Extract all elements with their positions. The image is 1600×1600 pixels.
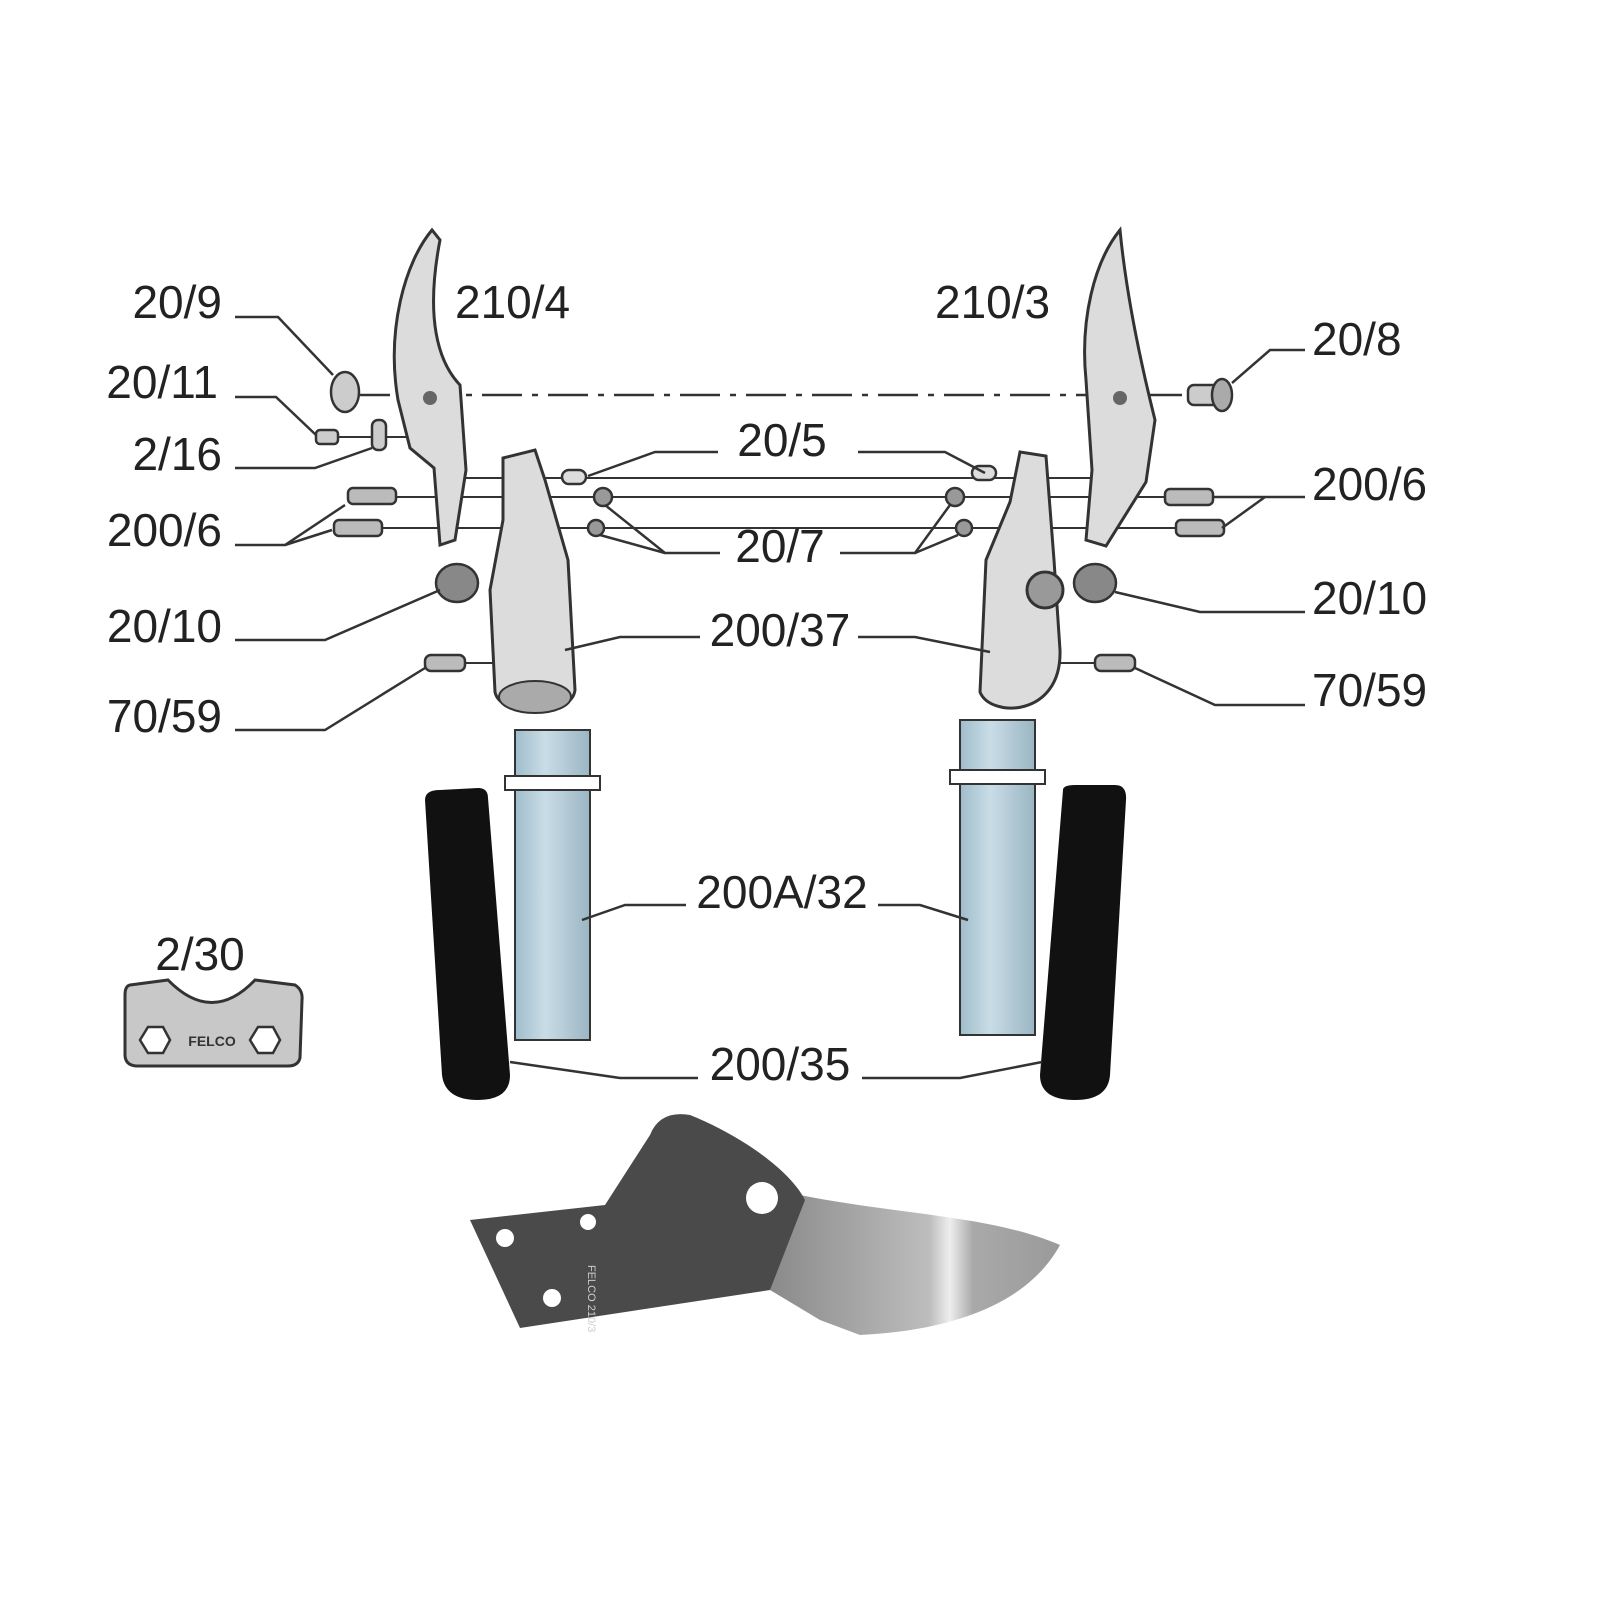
hex-hole-icon — [138, 1025, 172, 1055]
blade-hole — [496, 1229, 514, 1247]
label-20-9: 20/9 — [132, 276, 222, 328]
wrench-logo: FELCO — [188, 1033, 236, 1049]
handle-spring-seat — [1025, 570, 1065, 610]
blade-pivot-hole — [746, 1182, 778, 1214]
screw-200-6-icon — [332, 518, 384, 538]
nut-20-9-icon — [329, 370, 361, 414]
hardware — [314, 370, 1234, 673]
washer-20-7-icon — [944, 486, 966, 508]
label-20-10-right: 20/10 — [1312, 572, 1427, 624]
leader-lines — [235, 315, 1305, 1080]
pin-20-5-icon — [560, 468, 588, 486]
screw-70-59-icon — [1093, 653, 1137, 673]
grip-200-35-right — [1040, 785, 1127, 1100]
tube-band — [504, 775, 601, 791]
label-20-8: 20/8 — [1312, 313, 1402, 365]
label-200-37: 200/37 — [710, 604, 851, 656]
part-labels: 20/9 20/11 2/16 200/6 20/10 70/59 210/4 … — [106, 276, 1427, 1090]
cutting-blade-210-3 — [1083, 226, 1157, 548]
label-210-4: 210/4 — [455, 276, 570, 328]
spring-20-10-icon — [1072, 562, 1118, 604]
grip-200-35-left — [425, 788, 510, 1100]
label-20-7: 20/7 — [735, 520, 825, 572]
washer-20-7-icon — [586, 518, 606, 538]
blade-pivot-hole — [1113, 391, 1127, 405]
anvil-blade-210-4 — [392, 227, 468, 548]
blade-pivot-hole — [423, 391, 437, 405]
label-20-10-left: 20/10 — [107, 600, 222, 652]
label-20-11: 20/11 — [106, 356, 218, 408]
label-200A-32: 200A/32 — [696, 866, 867, 918]
hex-hole-icon — [248, 1025, 282, 1055]
label-200-35: 200/35 — [710, 1038, 851, 1090]
washer-20-7-icon — [954, 518, 974, 538]
screw-200-6-icon — [1163, 487, 1215, 507]
nut-20-8-icon — [1210, 377, 1234, 413]
label-2-30: 2/30 — [155, 928, 245, 980]
blade-hole — [580, 1214, 596, 1230]
label-70-59-left: 70/59 — [107, 690, 222, 742]
blade-hole — [543, 1289, 561, 1307]
screw-200-6-icon — [346, 486, 398, 506]
bolt-20-11-icon — [314, 428, 340, 446]
screw-200-6-icon — [1174, 518, 1226, 538]
spring-20-10-icon — [434, 562, 480, 604]
lock-2-16-icon — [370, 418, 388, 452]
handle-200-37-right — [978, 450, 1062, 710]
blade-imprint: FELCO 210/3 — [585, 1265, 597, 1332]
label-20-5: 20/5 — [737, 414, 827, 466]
replacement-blade-edge — [770, 1195, 1060, 1335]
handle-bore — [498, 680, 572, 714]
label-2-16: 2/16 — [132, 428, 222, 480]
label-210-3: 210/3 — [935, 276, 1050, 328]
label-70-59-right: 70/59 — [1312, 664, 1427, 716]
washer-20-7-icon — [592, 486, 614, 508]
tube-band — [949, 769, 1046, 785]
replacement-blade-body — [470, 1114, 805, 1328]
handle-200-37-left — [488, 448, 577, 713]
tube-200A-32-right — [959, 719, 1036, 1036]
screw-70-59-icon — [423, 653, 467, 673]
label-200-6-left: 200/6 — [107, 504, 222, 556]
label-200-6-right: 200/6 — [1312, 458, 1427, 510]
